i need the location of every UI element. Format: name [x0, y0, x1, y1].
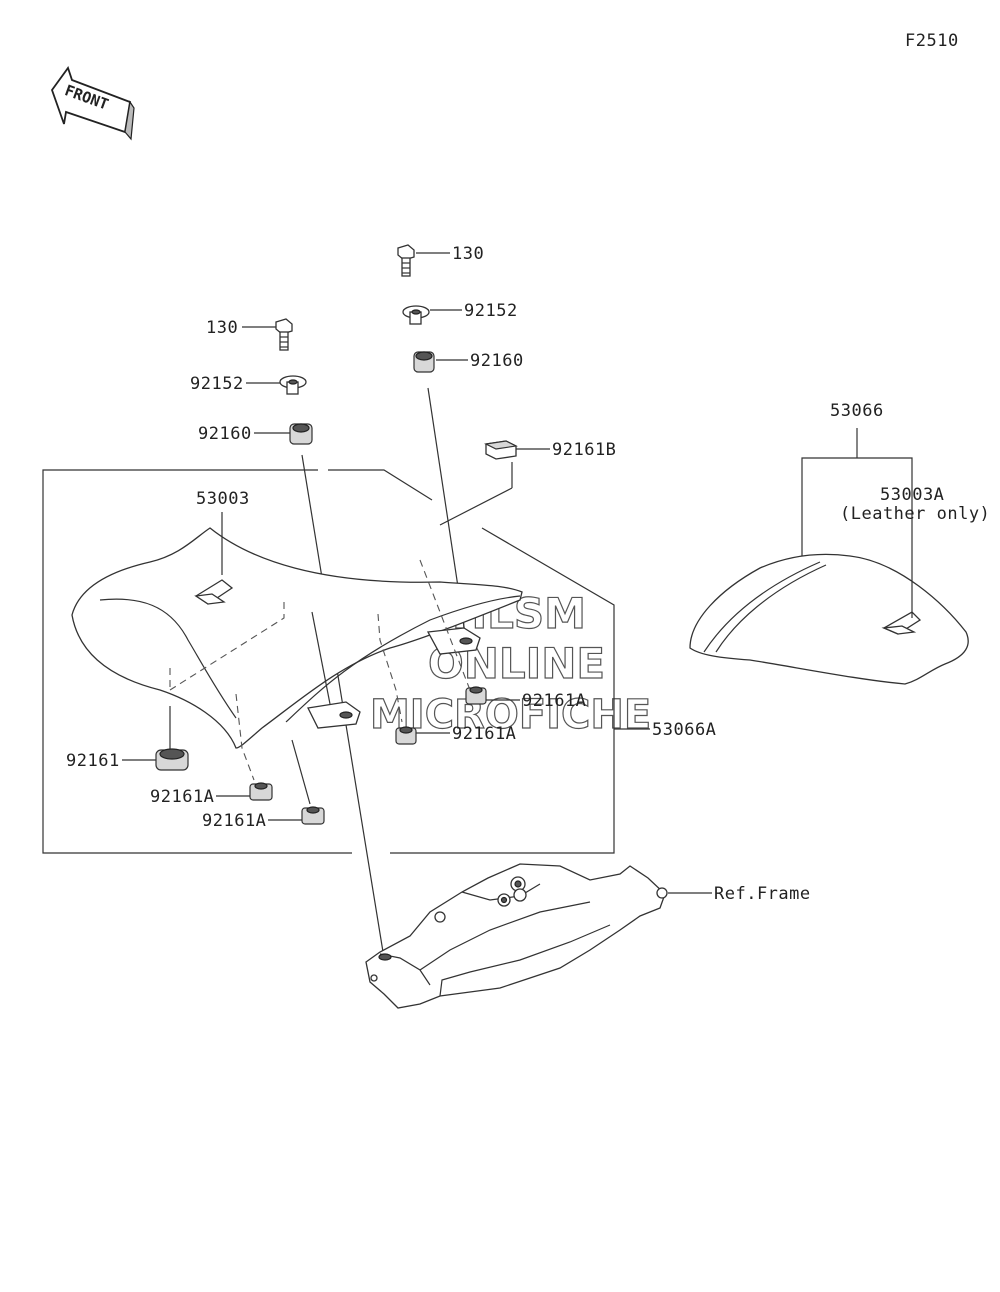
label-seat-cover-53003a: 53003A [880, 485, 944, 505]
rider-seat-icon [71, 527, 523, 805]
damper-92161a-2-icon [395, 726, 417, 745]
damper-92161b-icon [484, 440, 518, 460]
damper-92161a-4-icon [301, 806, 325, 825]
label-damper-92161a-2: 92161A [452, 724, 516, 744]
damper-92161a-3-icon [249, 782, 273, 801]
label-seat-cover-53003a-note: (Leather only) [840, 504, 990, 524]
label-collar-92152-left: 92152 [190, 374, 244, 394]
label-grommet-92160-left: 92160 [198, 424, 252, 444]
label-bolt-130-right: 130 [452, 244, 484, 264]
frame-icon [365, 863, 668, 1009]
seat-53066-icon [689, 553, 969, 685]
bolt-130-right-icon [397, 244, 415, 277]
label-damper-92161a-3: 92161A [150, 787, 214, 807]
collar-92152-left-icon [279, 375, 307, 395]
label-seat-53066: 53066 [830, 401, 884, 421]
figure-code: F2510 [905, 31, 959, 51]
label-collar-92152-right: 92152 [464, 301, 518, 321]
grommet-92160-left-icon [289, 423, 313, 445]
label-seat-53066a: 53066A [652, 720, 716, 740]
label-damper-92161b: 92161B [552, 440, 616, 460]
label-grommet-92160-right: 92160 [470, 351, 524, 371]
damper-92161-icon [155, 748, 189, 771]
damper-92161a-1-icon [465, 686, 487, 705]
assembly-box [42, 469, 650, 854]
label-damper-92161a-4: 92161A [202, 811, 266, 831]
label-damper-92161: 92161 [66, 751, 120, 771]
label-bolt-130-left: 130 [206, 318, 238, 338]
bolt-130-left-icon [275, 318, 293, 351]
label-seat-cover-53003: 53003 [196, 489, 250, 509]
grommet-92160-right-icon [413, 351, 435, 373]
label-damper-92161a-1: 92161A [522, 691, 586, 711]
label-ref-frame: Ref.Frame [714, 884, 811, 904]
front-arrow-icon: FRONT [50, 66, 135, 141]
collar-92152-right-icon [402, 305, 430, 325]
